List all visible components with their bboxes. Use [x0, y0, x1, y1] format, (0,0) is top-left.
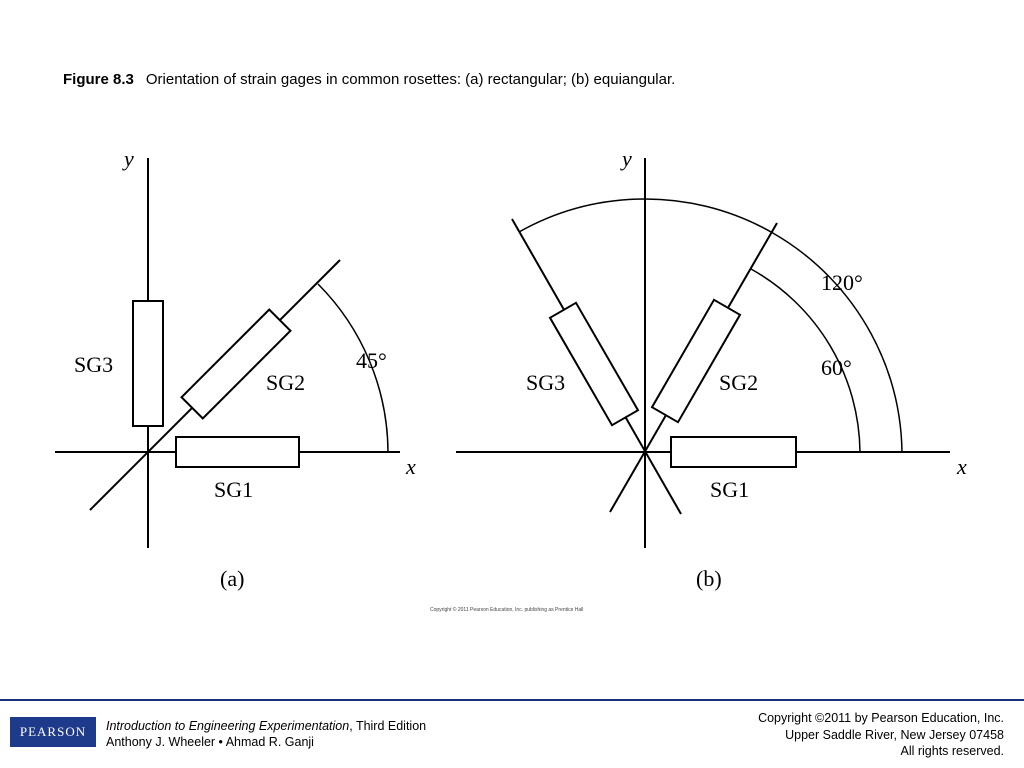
b-sg1-label: SG1: [710, 477, 749, 502]
b-angle-outer-label: 120°: [821, 270, 863, 295]
copyright-block: Copyright ©2011 by Pearson Education, In…: [758, 710, 1004, 760]
book-title-line: Introduction to Engineering Experimentat…: [106, 718, 426, 734]
b-120-arc: [518, 198, 903, 453]
a-sg3-label: SG3: [74, 352, 113, 377]
diagram-b: [456, 158, 950, 548]
a-gage-sg1: [175, 436, 300, 468]
a-sublabel: (a): [220, 566, 244, 591]
image-copyright: Copyright © 2011 Pearson Education, Inc.…: [430, 607, 584, 613]
a-x-label: x: [405, 454, 416, 479]
b-x-label: x: [956, 454, 967, 479]
a-angle-label: 45°: [356, 348, 387, 373]
a-45-arc: [317, 283, 389, 453]
book-info: Introduction to Engineering Experimentat…: [106, 718, 426, 750]
copyright-line-2: Upper Saddle River, New Jersey 07458: [785, 727, 1004, 742]
figure-label: Figure 8.3: [63, 71, 134, 88]
b-gage-sg1: [670, 436, 797, 468]
a-sg2-label: SG2: [266, 370, 305, 395]
copyright-line-1: Copyright ©2011 by Pearson Education, In…: [758, 711, 1004, 725]
figure-caption: Figure 8.3 Orientation of strain gages in…: [63, 71, 675, 88]
footer-rule: [0, 699, 1024, 701]
strain-rosette-figure: y x SG3 SG2 SG1 45° (a) y x SG3 SG2 SG1 …: [55, 146, 967, 591]
b-sg3-label: SG3: [526, 370, 565, 395]
a-gage-sg2: [180, 308, 292, 420]
copyright-line-3: All rights reserved.: [900, 744, 1004, 758]
b-angle-inner-label: 60°: [821, 355, 852, 380]
diagram-b-labels: y x SG3 SG2 SG1 120° 60° (b): [526, 146, 967, 591]
pearson-logo: PEARSON: [10, 717, 96, 747]
a-gage-sg3: [132, 300, 164, 427]
caption-text: Orientation of strain gages in common ro…: [145, 71, 676, 88]
book-authors: Anthony J. Wheeler • Ahmad R. Ganji: [106, 735, 314, 749]
b-60-arc: [750, 268, 861, 453]
book-title: Introduction to Engineering Experimentat…: [106, 719, 350, 733]
b-sg2-label: SG2: [719, 370, 758, 395]
b-gage-sg2: [650, 298, 742, 424]
book-edition: , Third Edition: [349, 719, 427, 733]
diagram-a-labels: y x SG3 SG2 SG1 45° (a): [74, 146, 416, 591]
a-sg1-label: SG1: [214, 477, 253, 502]
b-gage-sg3: [548, 301, 640, 427]
diagram-a: [55, 158, 400, 548]
b-sublabel: (b): [696, 566, 722, 591]
b-y-label: y: [620, 146, 632, 171]
a-y-label: y: [122, 146, 134, 171]
